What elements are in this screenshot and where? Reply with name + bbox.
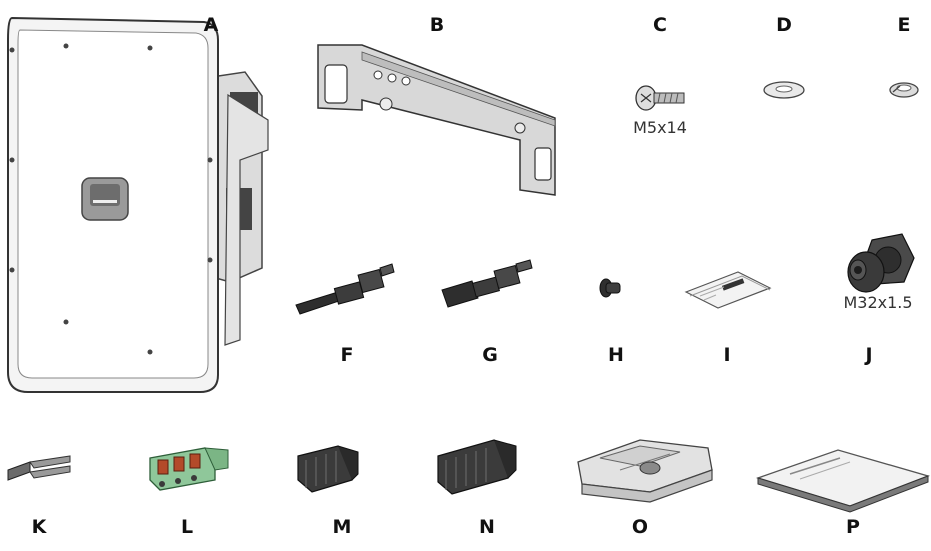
document-card-icon [684,271,772,309]
label-j: J [865,344,873,366]
label-f: F [340,344,354,366]
washer-icon [763,81,805,99]
cable-gland-icon [847,233,915,293]
wall-bracket-icon [317,44,556,196]
label-p: P [846,516,860,538]
dc-plug-connector-icon [295,263,395,315]
label-d: D [776,14,792,36]
green-terminal-block-icon [149,447,229,491]
screw-size-label: M5x14 [633,118,687,137]
spring-washer-icon [889,82,919,98]
jumper-icon [7,455,71,481]
label-a: A [203,14,219,36]
label-b: B [429,14,445,36]
label-m: M [332,516,352,538]
inverter-icon [7,16,269,393]
ferrite-core-icon [577,439,713,503]
terminal-block-icon [437,439,517,495]
label-k: K [31,516,47,538]
dc-socket-connector-icon [441,259,533,308]
terminal-block-icon [297,445,359,493]
label-h: H [608,344,624,366]
cable-gland-size-label: M32x1.5 [843,293,913,312]
sealing-plug-icon [599,278,621,298]
label-e: E [897,14,911,36]
label-c: C [653,14,667,36]
label-o: O [631,516,649,538]
label-g: G [482,344,498,366]
label-n: N [479,516,495,538]
label-l: L [180,516,194,538]
manual-booklet-icon [755,449,931,513]
screw-icon [635,85,685,111]
label-i: I [723,344,731,366]
